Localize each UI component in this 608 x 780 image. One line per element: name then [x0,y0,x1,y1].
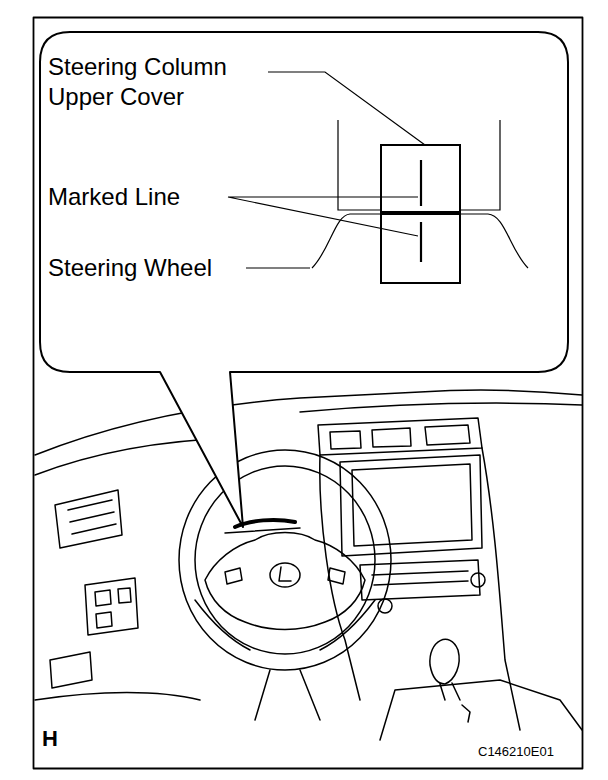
leader-line [268,72,425,145]
shift-knob [430,639,459,684]
switch-panel [85,578,138,635]
console-edge [482,448,520,730]
steering-wheel-hub [205,533,365,630]
part-name: Steering Wheel [48,254,212,282]
column-cover [235,520,295,527]
part-name: Marked Line [48,183,180,211]
switch [95,588,131,628]
dash-edge [35,693,200,701]
vent-slats [68,500,116,534]
console-edge [320,455,360,700]
display-screen [340,455,482,556]
console-tray [380,680,582,740]
marked-line [420,160,422,206]
detail-box [381,214,460,283]
dash-edge [300,403,582,412]
callout-bubble [40,32,568,527]
emblem [279,567,291,581]
knob [471,573,485,587]
emblem [270,563,300,587]
detail-drawing [228,72,528,283]
figure-code: C146210E01 [478,744,554,760]
part-name: Steering Column Upper Cover [48,52,270,112]
switch-panel [50,652,92,688]
vent-slats [330,425,470,449]
dash-edge [35,390,582,455]
steering-column [255,670,320,720]
leader-line [246,267,310,268]
vent [318,418,482,455]
detail-box [381,145,460,212]
dashboard-drawing [34,18,583,769]
steering-wheel-spoke [195,600,375,650]
steering-wheel-rim [195,466,375,654]
shift-gate [440,683,470,722]
steering-wheel-outline [312,214,528,268]
control-panel [372,571,468,585]
frame [34,18,583,769]
steering-wheel-rim [179,450,391,670]
display-screen [352,464,472,546]
view-letter: H [42,726,58,752]
leader-line [228,197,418,236]
vent [55,490,122,548]
knob [378,599,392,613]
wheel-switch [225,568,345,584]
column-cover [225,528,300,533]
control-panel [360,560,480,600]
marked-line [420,222,422,262]
